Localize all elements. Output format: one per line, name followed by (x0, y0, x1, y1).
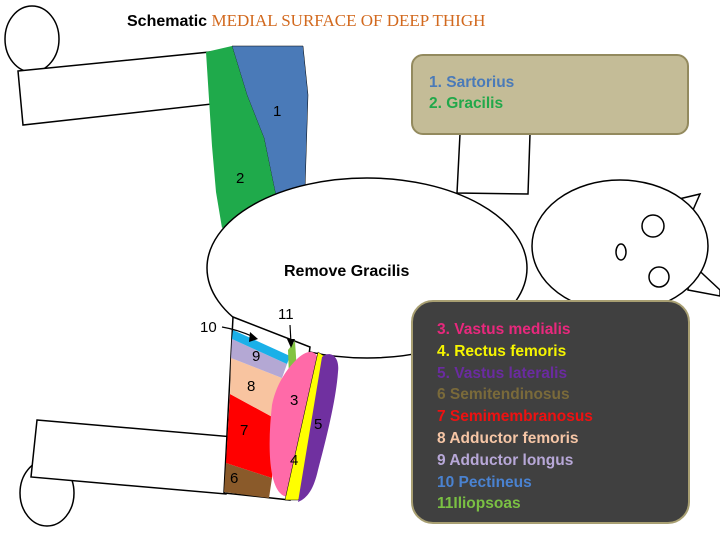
muscle-number-3: 3 (290, 392, 299, 409)
legend-item-vastus-medialis: 3. Vastus medialis (437, 321, 571, 338)
legend-item-sartorius: 1. Sartorius (429, 74, 515, 91)
title-main: MEDIAL SURFACE OF DEEP THIGH (211, 11, 486, 30)
legend-item-iliopsoas: 11Iliopsoas (437, 495, 521, 513)
legend-item-adductor-longus: 9 Adductor longus (437, 451, 574, 469)
arrow-10-pointer (221, 326, 258, 342)
adductor-femoris-muscle-8 (230, 358, 282, 419)
page-title: Schematic MEDIAL SURFACE OF DEEP THIGH (127, 11, 485, 31)
arrow-11-pointer (287, 324, 295, 348)
gracilis-muscle-2 (206, 46, 277, 228)
top-left-circle (4, 5, 60, 73)
connector-block (456, 133, 531, 195)
muscle-number-5: 5 (314, 416, 323, 433)
legend-item-pectineus: 10 Pectineus (437, 473, 532, 491)
muscle-number-6: 6 (230, 470, 239, 487)
muscle-number-8: 8 (247, 378, 256, 395)
adductor-longus-muscle-9 (231, 339, 287, 378)
muscle-number-7: 7 (240, 422, 249, 439)
semimembranosus-muscle-7 (226, 394, 276, 478)
legend-item-semitendinosus: 6 Semitendinosus (437, 386, 570, 404)
muscle-number-9: 9 (252, 348, 261, 365)
muscle-number-11: 11 (278, 306, 294, 323)
pectineus-muscle-10 (232, 330, 290, 364)
semitendinosus-muscle-6 (224, 463, 272, 498)
legend-top-box: 1. Sartorius 2. Gracilis (411, 54, 689, 135)
legend-item-gracilis: 2. Gracilis (429, 95, 504, 112)
bottom-left-limb (30, 419, 235, 495)
cat-head-shape (531, 179, 720, 313)
muscle-number-1: 1 (273, 103, 282, 120)
muscle-number-4: 4 (290, 452, 299, 469)
remove-gracilis-label: Remove Gracilis (284, 263, 410, 280)
legend-item-semimembranosus: 7 Semimembranosus (437, 408, 593, 426)
legend-item-adductor-femoris: 8 Adductor femoris (437, 429, 579, 447)
legend-item-vastus-lateralis: 5. Vastus lateralis (437, 364, 568, 382)
muscle-number-2: 2 (236, 170, 245, 187)
muscle-number-10: 10 (200, 319, 217, 336)
title-prefix: Schematic (127, 13, 208, 30)
legend-item-rectus-femoris: 4. Rectus femoris (437, 342, 567, 360)
legend-bottom-box: 3. Vastus medialis 4. Rectus femoris 5. … (411, 300, 690, 524)
vastus-lateralis-muscle-5 (298, 354, 339, 502)
